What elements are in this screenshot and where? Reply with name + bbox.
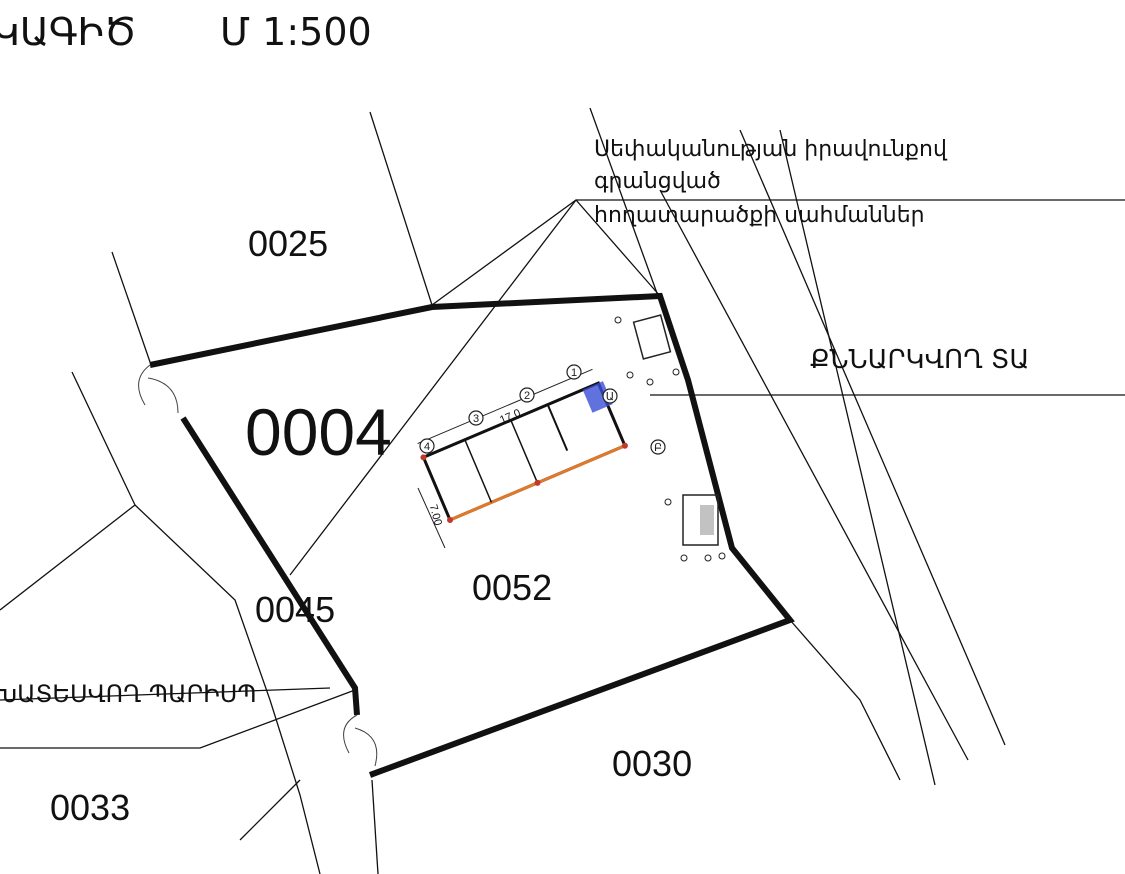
parcel-number-0045: 0045 <box>255 589 335 630</box>
svg-text:Ա: Ա <box>606 391 614 403</box>
ownership-note-line1: Սեփականության իրավունքով <box>594 137 948 162</box>
ownership-note-line3: հողատարածքի սահմաններ <box>594 203 925 228</box>
axis-marker-4: 4 <box>419 438 435 454</box>
dimension-width: 7.00 <box>427 503 444 527</box>
svg-text:Բ: Բ <box>654 442 662 454</box>
parcel-boundary-thick <box>138 292 795 778</box>
ownership-note-line2: գրանցված <box>594 169 721 194</box>
parcel-number-0025: 0025 <box>248 223 328 264</box>
dimension-length: 17.0 <box>498 407 522 426</box>
axis-marker-2: 2 <box>519 387 535 403</box>
drawing-scale: Մ 1:500 <box>220 10 372 54</box>
parcel-number-0030: 0030 <box>612 743 692 784</box>
axis-marker-1: 1 <box>566 364 582 380</box>
axis-marker-a: Ա <box>602 388 618 404</box>
street-label-left: ԽԱՏԵՍՎՈՂ ՊԱՐԻՍՊ <box>0 680 257 708</box>
svg-text:3: 3 <box>473 413 479 425</box>
axis-marker-3: 3 <box>468 410 484 426</box>
parcel-number-0004: 0004 <box>245 395 392 469</box>
grid-axes: 1 2 3 4 Ա Բ <box>419 364 666 455</box>
svg-text:4: 4 <box>424 441 430 453</box>
axis-marker-b: Բ <box>650 439 666 455</box>
drawing-title: ԿԱԳԻԾ <box>0 10 137 54</box>
building-footprint: 17.0 7.00 <box>417 368 628 549</box>
parcel-number-0033: 0033 <box>50 787 130 828</box>
street-label-right: ՔՆՆԱՐԿՎՈՂ ՏԱ <box>810 345 1029 375</box>
site-furniture <box>614 314 726 562</box>
svg-text:1: 1 <box>571 367 577 379</box>
svg-text:2: 2 <box>524 390 530 402</box>
neighbour-boundaries <box>0 107 1125 874</box>
parcel-number-0052: 0052 <box>472 567 552 608</box>
